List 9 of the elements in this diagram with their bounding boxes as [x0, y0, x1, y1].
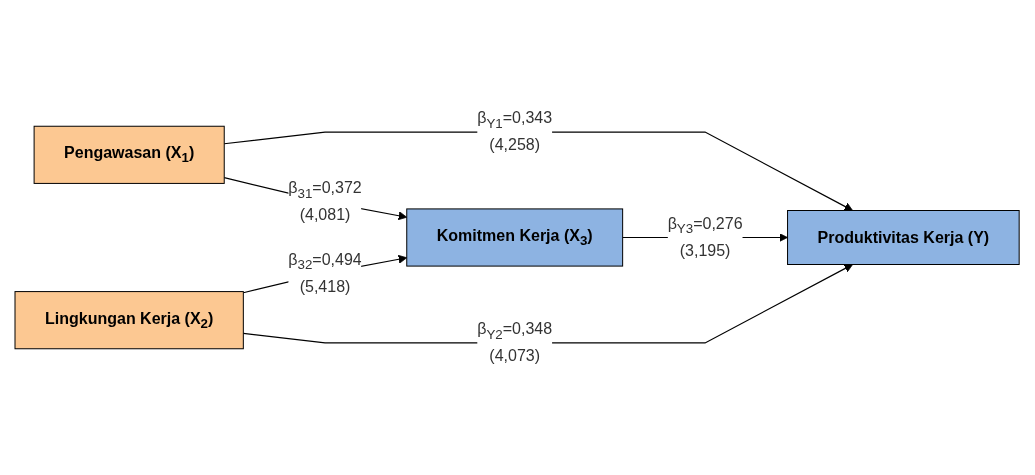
- edge-label: β$_{Y2}$=0,348 (4,073): [477, 320, 553, 365]
- edge-label: β$_{Y3}$=0,276 (3,195): [668, 214, 743, 260]
- edge-label: β$_{Y1}$=0,343 (4,258): [477, 109, 553, 154]
- edge-label: β$_{31}$=0,372 (4,081): [288, 179, 363, 224]
- node-box: Komitmen Kerja (X$_{3}$): [406, 208, 624, 267]
- node-box: Produktivitas Kerja (Y): [787, 210, 1021, 265]
- node-box: Lingkungan Kerja (X$_{2}$): [14, 291, 245, 350]
- edge-label: β$_{32}$=0,494 (5,418): [288, 250, 363, 295]
- node-box: Pengawasan (X$_{1}$): [34, 125, 226, 184]
